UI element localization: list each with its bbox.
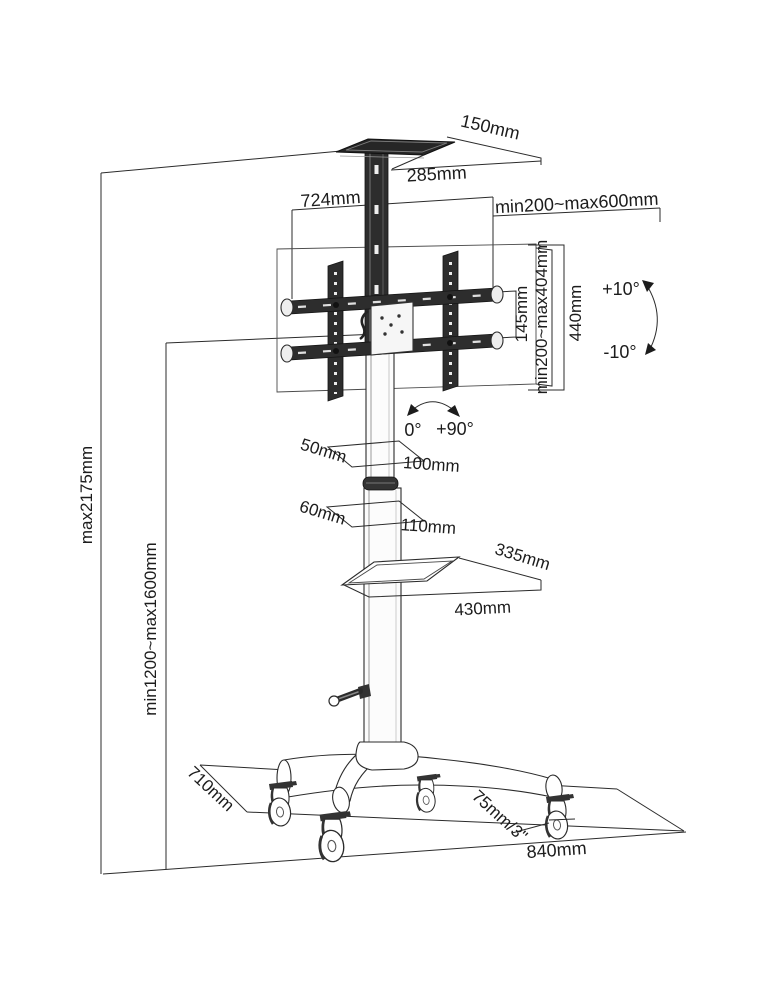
tilt-up-label: +10° [602, 279, 640, 299]
dim-tray-depth-label: 335mm [493, 539, 553, 574]
dim-bracket-width-label: 724mm [300, 187, 361, 211]
shelf-dimensions [390, 136, 542, 171]
pole-pedestal [355, 741, 419, 771]
crank-handle [328, 684, 371, 707]
dim-pole-upper-width-label: 100mm [402, 453, 460, 476]
tv-bracket [280, 250, 504, 402]
pole-lower-tube [363, 487, 402, 757]
dim-caster-size-label: 75mm/3" [468, 786, 531, 845]
pole [362, 337, 402, 757]
dim-base-width-label: 840mm [526, 838, 587, 862]
dim-pole-lower-depth-label: 60mm [297, 497, 348, 529]
pole-upper-tube [365, 337, 395, 481]
dim-shelf-width-label: 285mm [406, 162, 467, 185]
caster-right [543, 792, 576, 842]
caster-front-left [316, 809, 353, 865]
tilt-down-label: -10° [603, 342, 636, 362]
swivel-max-label: +90° [436, 419, 474, 439]
tray-dimensions [343, 557, 542, 598]
dim-column-height-label: min1200~max1600mm [141, 542, 160, 715]
swivel-min-label: 0° [404, 420, 421, 440]
bracket-dimensions [291, 196, 661, 299]
dim-shelf-depth-label: 150mm [459, 111, 522, 144]
base-legs [276, 741, 563, 814]
dim-pole-lower-width-label: 110mm [400, 515, 457, 538]
pole-section-dimensions [325, 440, 426, 528]
tv-height-dimensions [496, 244, 565, 391]
dim-pole-upper-depth-label: 50mm [298, 435, 349, 467]
swivel-arrow-icon [407, 401, 460, 417]
dim-hole-pitch-label: 145mm [512, 286, 531, 343]
dim-total-height-label: max2175mm [77, 446, 96, 544]
dim-base-depth-label: 710mm [184, 763, 238, 816]
base-dimensions [511, 818, 576, 834]
dim-vesa-height-label: min200~max404mm [532, 240, 551, 395]
safety-hook [359, 309, 369, 341]
dim-vesa-width-label: min200~max600mm [494, 189, 658, 218]
tilt-arrow-icon [642, 280, 658, 355]
dim-bracket-height-label: 440mm [566, 285, 585, 342]
camera-shelf [335, 138, 456, 159]
vesa-plate [370, 301, 414, 356]
av-tray [340, 556, 461, 586]
overall-height-dimensions [100, 150, 687, 875]
dim-tray-width-label: 430mm [454, 598, 512, 620]
